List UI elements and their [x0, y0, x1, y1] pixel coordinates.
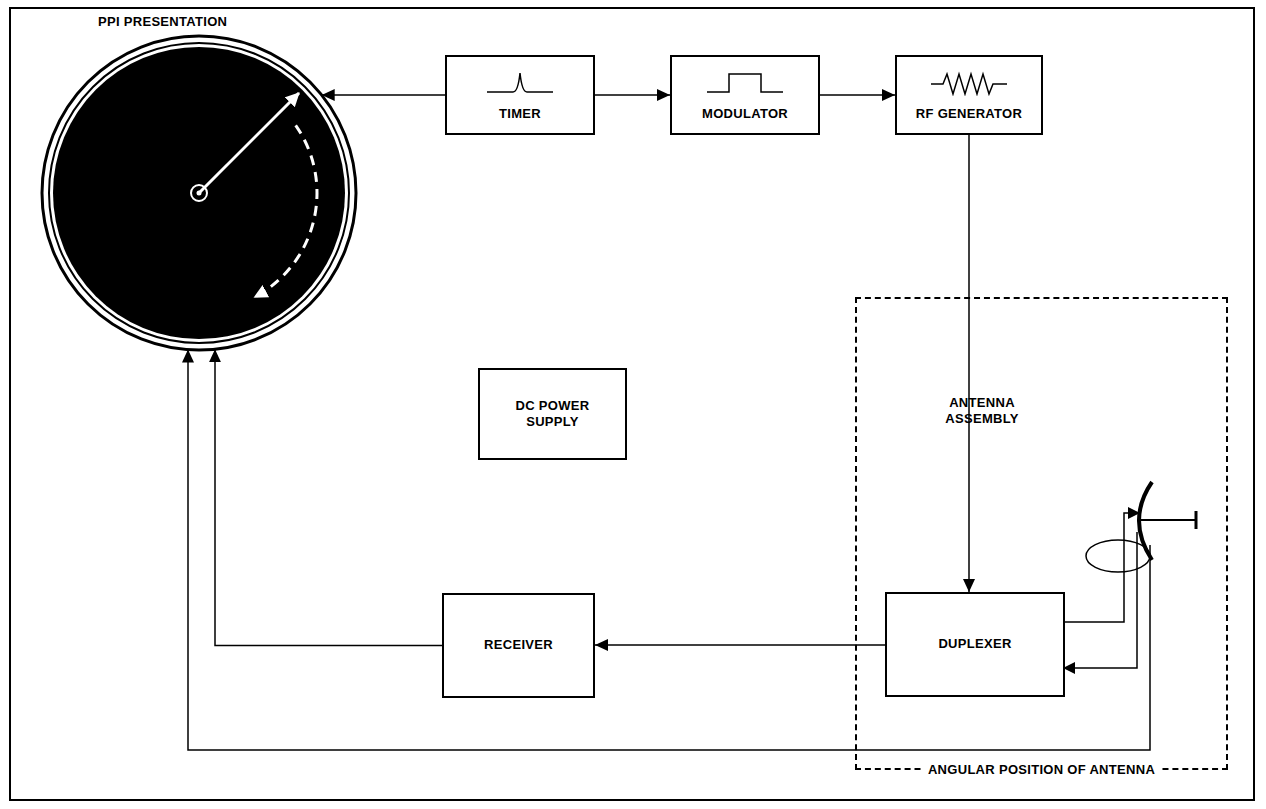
dish-mount: [1195, 511, 1198, 529]
node-label: TIMER: [499, 106, 541, 122]
label-patch: ANGULAR POSITION OF ANTENNA: [922, 762, 1161, 777]
node-label: DUPLEXER: [938, 636, 1011, 652]
receiver-box: RECEIVER: [442, 593, 595, 698]
pulse-icon: [485, 70, 555, 96]
node-label: DC POWER SUPPLY: [498, 398, 608, 431]
power-supply-box: DC POWER SUPPLY: [478, 368, 627, 460]
rf-generator-box: RF GENERATOR: [895, 55, 1043, 135]
ppi-screen: [38, 12, 362, 354]
node-label: RECEIVER: [484, 637, 553, 653]
dish-mount: [1140, 519, 1196, 521]
node-label: RF GENERATOR: [916, 106, 1022, 122]
rf-wave-icon: [929, 70, 1009, 96]
feed-line: [1063, 513, 1140, 622]
square-pulse-icon: [705, 70, 785, 96]
duplexer-box: DUPLEXER: [885, 592, 1065, 697]
modulator-box: MODULATOR: [670, 55, 820, 135]
node-label: ANTENNA ASSEMBLY: [927, 395, 1037, 428]
signal-connector: [820, 94, 895, 96]
node-label: MODULATOR: [702, 106, 788, 122]
signal-connector: [968, 135, 970, 592]
signal-connector: [595, 644, 885, 646]
rotary-joint: [1086, 540, 1150, 572]
feed-line: [1063, 532, 1137, 668]
timer-box: TIMER: [445, 55, 595, 135]
node-label: PPI PRESENTATION: [98, 14, 227, 30]
antenna-assembly-region: ANTENNA ASSEMBLYANGULAR POSITION OF ANTE…: [855, 297, 1228, 770]
signal-connector: [322, 94, 445, 96]
signal-connector: [595, 94, 670, 96]
signal-connector: [188, 350, 855, 750]
signal-connector: [215, 349, 442, 645]
ppi-display: PPI PRESENTATION: [38, 12, 362, 354]
outer-frame: [10, 8, 1254, 800]
border-label: ANGULAR POSITION OF ANTENNA: [857, 762, 1226, 778]
position-line: [855, 545, 1150, 750]
